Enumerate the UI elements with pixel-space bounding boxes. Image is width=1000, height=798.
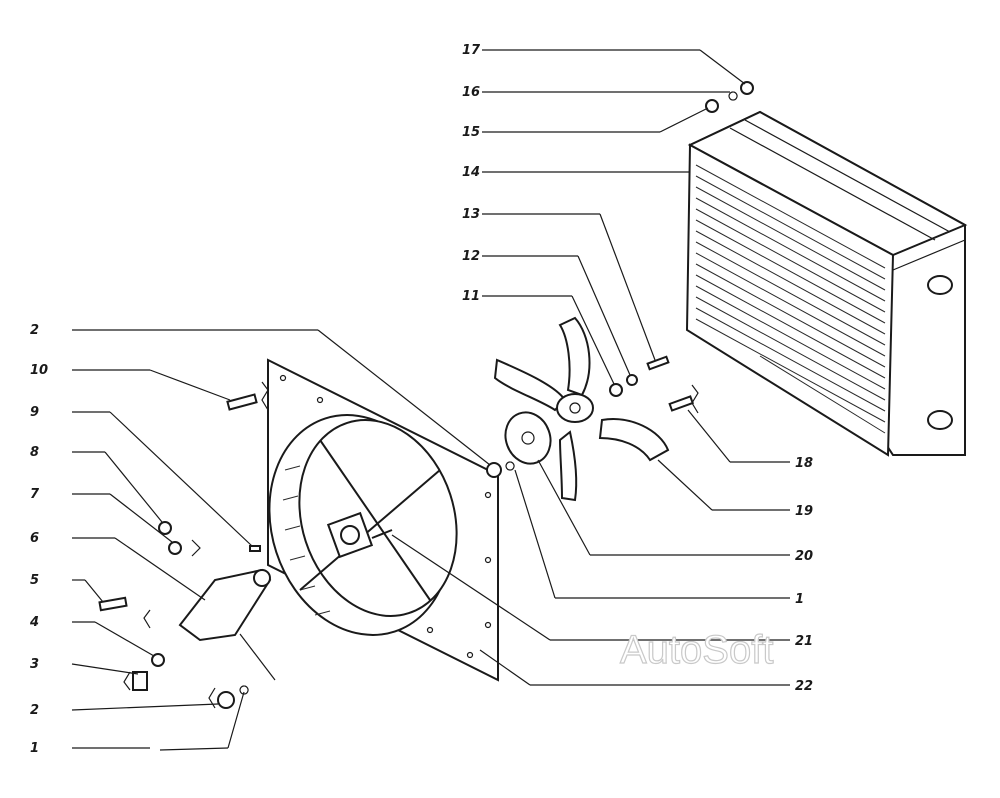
callout-12: 12: [462, 249, 480, 264]
callout-5: 5: [30, 573, 39, 588]
callout-16: 16: [462, 85, 480, 100]
callout-19: 19: [795, 504, 813, 519]
callout-17: 17: [462, 43, 481, 58]
callout-14: 14: [462, 165, 480, 180]
callout-2-lower: 2: [30, 703, 39, 718]
callout-22: 22: [795, 679, 813, 694]
callout-2-upper: 2: [30, 323, 39, 338]
hardware: [98, 81, 754, 709]
callout-9: 9: [30, 405, 39, 420]
watermark: AutoSoft: [620, 628, 773, 672]
radiator-core: [685, 110, 968, 457]
callout-labels: 17 16 15 14 13 12 11 18 19 20 1 21 22 2 …: [29, 43, 813, 756]
callout-21: 21: [795, 634, 813, 649]
callout-20: 20: [795, 549, 813, 564]
callout-15: 15: [462, 125, 480, 140]
fan-shroud: [267, 358, 499, 682]
callout-11: 11: [462, 289, 480, 304]
callout-6: 6: [30, 531, 39, 546]
callout-3: 3: [30, 657, 39, 672]
callout-8: 8: [30, 445, 39, 460]
fan-hub-flange: [504, 411, 552, 465]
callout-10: 10: [30, 363, 48, 378]
leader-lines: [71, 49, 790, 751]
callout-4: 4: [29, 615, 39, 630]
callout-7: 7: [30, 487, 40, 502]
callout-18: 18: [795, 456, 813, 471]
fan-blades: [493, 316, 670, 502]
callout-13: 13: [462, 207, 480, 222]
callout-1-lower: 1: [30, 741, 39, 756]
callout-1-upper: 1: [795, 592, 804, 607]
